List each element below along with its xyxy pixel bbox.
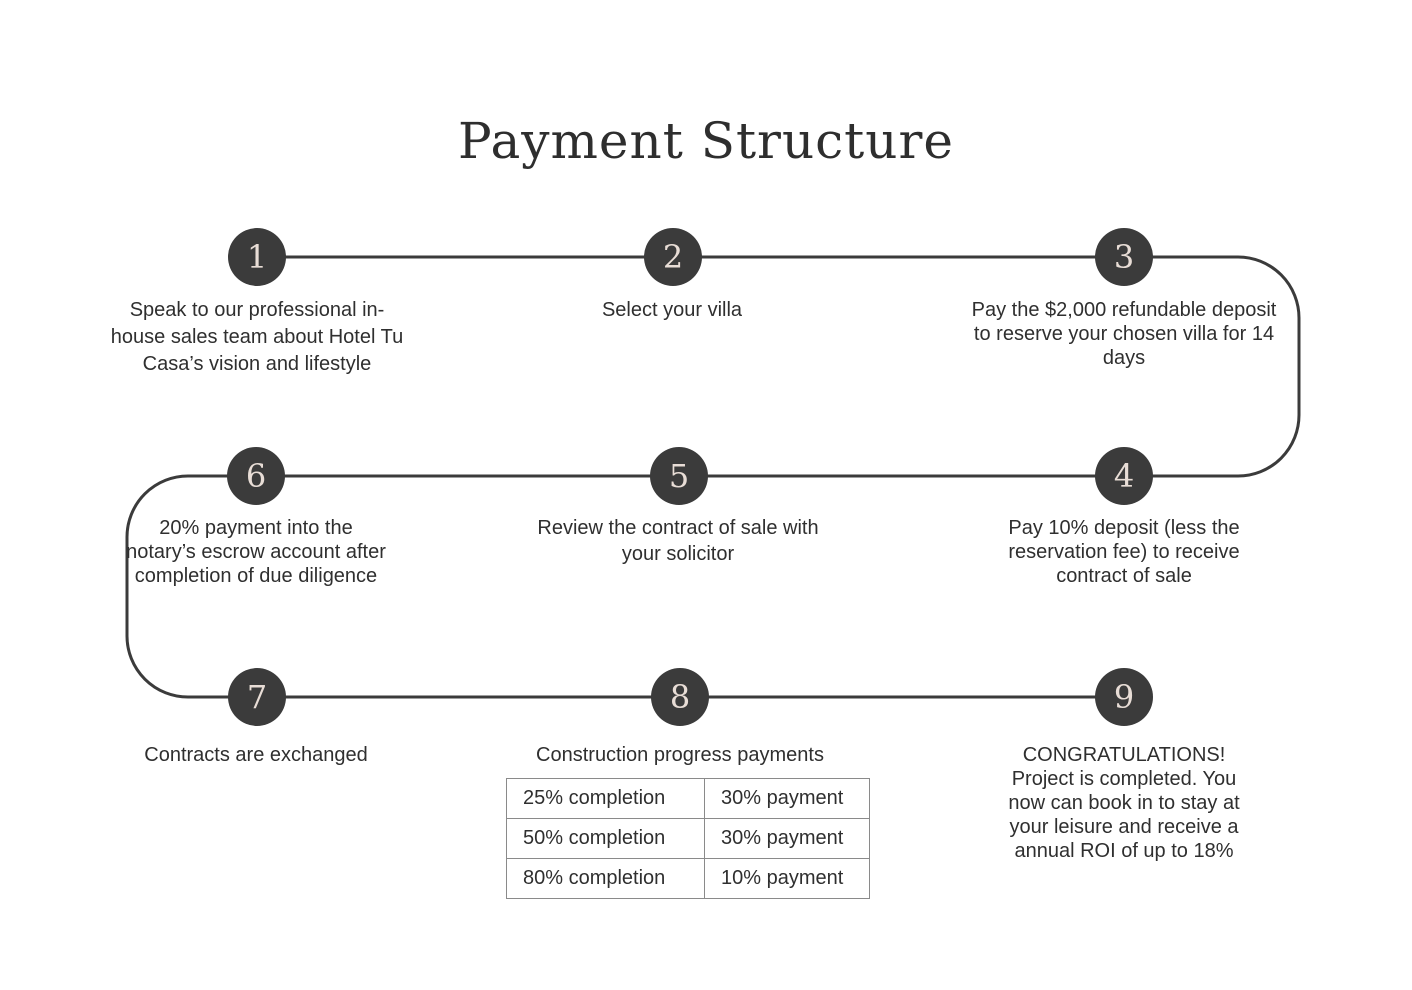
table-row: 50% completion 30% payment xyxy=(506,818,870,859)
table-row: 80% completion 10% payment xyxy=(506,858,870,899)
progress-payments-table: 25% completion 30% payment 50% completio… xyxy=(506,778,870,899)
step-1-marker: 1 xyxy=(228,228,286,286)
payment-cell: 30% payment xyxy=(704,818,870,859)
payment-cell: 10% payment xyxy=(704,858,870,899)
step-5-marker: 5 xyxy=(650,447,708,505)
step-4-description: Pay 10% deposit (less the reservation fe… xyxy=(1008,517,1240,587)
step-6-description: 20% payment into the notary’s escrow acc… xyxy=(126,517,386,587)
step-6-marker: 6 xyxy=(227,447,285,505)
page-title: Payment Structure xyxy=(458,112,954,170)
step-9-description: CONGRATULATIONS! Project is completed. Y… xyxy=(1008,744,1240,862)
step-2-marker: 2 xyxy=(644,228,702,286)
step-2-description: Select your villa xyxy=(601,299,743,321)
step-3-marker: 3 xyxy=(1095,228,1153,286)
step-4-marker: 4 xyxy=(1095,447,1153,505)
step-7-marker: 7 xyxy=(228,668,286,726)
step-9-marker: 9 xyxy=(1095,668,1153,726)
milestone-cell: 80% completion xyxy=(506,858,705,899)
step-5-description: Review the contract of sale with your so… xyxy=(537,517,819,565)
payment-cell: 30% payment xyxy=(704,778,870,819)
step-8-marker: 8 xyxy=(651,668,709,726)
milestone-cell: 50% completion xyxy=(506,818,705,859)
step-8-description: Construction progress payments xyxy=(536,744,824,766)
step-3-description: Pay the $2,000 refundable deposit to res… xyxy=(971,299,1277,369)
step-7-description: Contracts are exchanged xyxy=(144,744,368,766)
milestone-cell: 25% completion xyxy=(506,778,705,819)
table-row: 25% completion 30% payment xyxy=(506,778,870,819)
step-1-description: Speak to our professional in-house sales… xyxy=(110,299,404,375)
